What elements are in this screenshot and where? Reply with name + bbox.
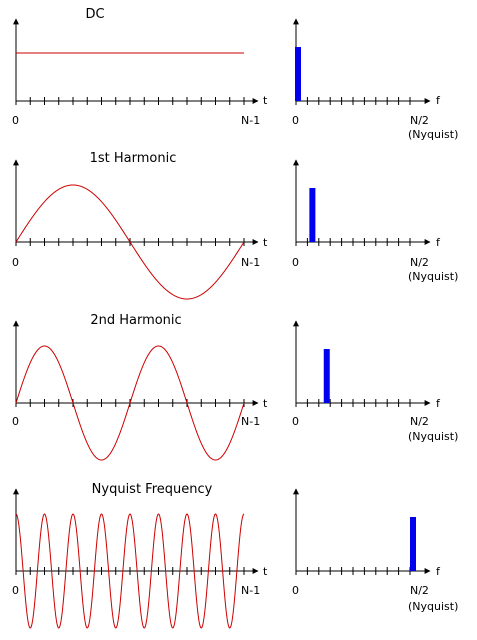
- freq-axis-var: f: [436, 397, 441, 410]
- time-axis-var: t: [263, 94, 268, 107]
- freq-axis-var: f: [436, 236, 441, 249]
- signal-wave: [15, 184, 245, 300]
- time-axis-var: t: [263, 236, 268, 249]
- freq-axis-end-note: (Nyquist): [408, 430, 458, 443]
- freq-axis-end: N/2: [410, 415, 429, 428]
- freq-axis-end: N/2: [410, 114, 429, 127]
- time-plot: [13, 488, 259, 629]
- freq-axis-start: 0: [292, 256, 299, 269]
- time-axis-start: 0: [12, 584, 19, 597]
- signal-wave: [15, 513, 245, 629]
- time-axis-start: 0: [12, 114, 19, 127]
- freq-axis-var: f: [436, 565, 441, 578]
- panel-dc: DC t 0 N-1 f 0 N/2 (Nyquist): [12, 7, 458, 141]
- time-axis-var: t: [263, 397, 268, 410]
- panel-title: 1st Harmonic: [90, 151, 177, 166]
- freq-axis-start: 0: [292, 415, 299, 428]
- time-axis-end: N-1: [241, 415, 260, 428]
- spectrum-plot: [293, 488, 431, 575]
- time-axis-end: N-1: [241, 256, 260, 269]
- freq-axis-start: 0: [292, 584, 299, 597]
- freq-axis-end-note: (Nyquist): [408, 600, 458, 613]
- panel-1st-harmonic: 1st Harmonic t 0 N-1 f 0 N/2 (Nyquist): [12, 151, 458, 300]
- spectrum-bar: [309, 188, 316, 242]
- panel-title: 2nd Harmonic: [90, 313, 181, 328]
- time-axis-start: 0: [12, 415, 19, 428]
- time-axis-var: t: [263, 565, 268, 578]
- time-axis-end: N-1: [241, 114, 260, 127]
- time-plot: [13, 320, 259, 461]
- spectrum-bar: [323, 349, 330, 403]
- spectrum-plot: [293, 18, 431, 105]
- panel-2nd-harmonic: 2nd Harmonic t 0 N-1 f 0 N/2 (Nyquist): [12, 313, 458, 461]
- freq-axis-start: 0: [292, 114, 299, 127]
- freq-axis-end-note: (Nyquist): [408, 270, 458, 283]
- panel-title: DC: [85, 7, 104, 22]
- spectrum-plot: [293, 320, 431, 407]
- signal-wave: [15, 345, 245, 461]
- freq-axis-end: N/2: [410, 584, 429, 597]
- panel-title: Nyquist Frequency: [92, 482, 213, 497]
- freq-axis-end: N/2: [410, 256, 429, 269]
- time-plot: [13, 159, 259, 300]
- panel-nyquist-frequency: Nyquist Frequency t 0 N-1 f 0 N/2 (Nyqui…: [12, 482, 458, 629]
- spectrum-bar: [295, 47, 301, 101]
- time-axis-end: N-1: [241, 584, 260, 597]
- time-axis-start: 0: [12, 256, 19, 269]
- time-plot: [13, 18, 259, 105]
- freq-axis-end-note: (Nyquist): [408, 128, 458, 141]
- spectrum-plot: [293, 159, 431, 246]
- spectrum-bar: [410, 517, 416, 571]
- freq-axis-var: f: [436, 94, 441, 107]
